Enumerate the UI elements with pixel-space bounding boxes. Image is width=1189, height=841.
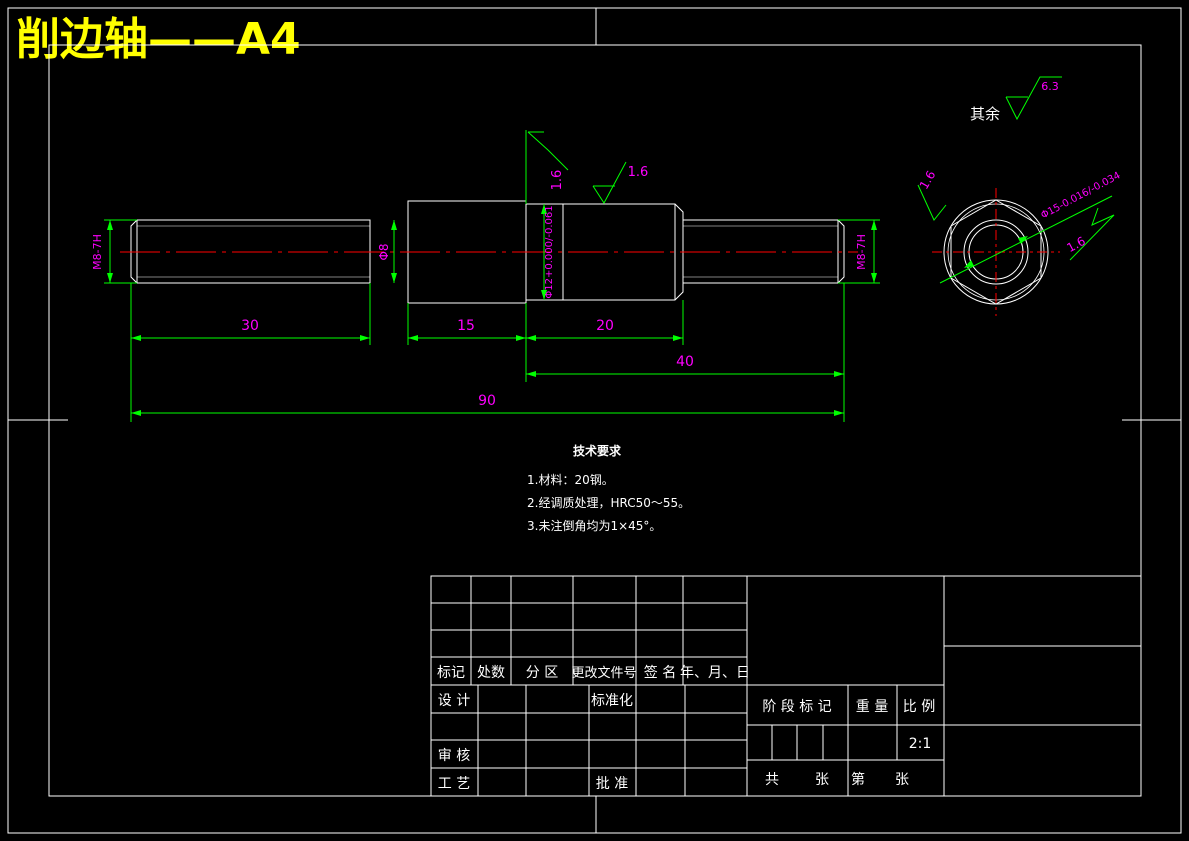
side-view: Φ15-0.016/-0.034 1.6 1.6 — [917, 168, 1122, 316]
tb-label-page-no: 第 — [851, 771, 865, 788]
arrow — [871, 273, 877, 283]
dim-text-20: 20 — [596, 318, 614, 334]
tb-label-change-doc: 更改文件号 — [571, 666, 636, 681]
right-thread-section — [683, 219, 845, 284]
roughness-symbol-side-b — [1069, 207, 1115, 261]
dim-text-phi12: Φ12+0.000/-0.061 — [544, 205, 555, 298]
hex-circumcircle — [943, 199, 1049, 305]
tech-requirements: 技术要求 1.材料：20钢。 2.经调质处理，HRC50～55。 3.未注倒角均… — [527, 443, 690, 533]
tb-label-total: 共 — [765, 772, 779, 788]
roughness-symbol-top-right — [592, 161, 627, 204]
arrow — [408, 335, 418, 341]
arrow — [871, 220, 877, 230]
arrow — [541, 290, 547, 300]
inner-border — [48, 44, 1142, 797]
tech-requirement-item: 3.未注倒角均为1×45°。 — [527, 518, 661, 533]
arrow — [391, 273, 397, 283]
roughness-value-other: 6.3 — [1041, 80, 1059, 93]
tb-label-signature: 签 名 — [644, 664, 676, 681]
arrow — [516, 335, 526, 341]
dim-text-90: 90 — [478, 393, 496, 409]
dim-text-thread-left: M8-7H — [91, 234, 104, 270]
arrowheads — [107, 204, 877, 416]
tb-label-sheets2: 张 — [895, 772, 909, 788]
dim-text-40: 40 — [676, 354, 694, 370]
drawing-title: 削边轴——A4 — [16, 14, 301, 65]
roughness-symbols — [527, 76, 1062, 204]
roughness-other-label: 其余 — [970, 105, 1000, 123]
roughness-value-top-left: 1.6 — [550, 170, 565, 191]
roughness-symbol-side-a — [917, 184, 947, 221]
arrow — [131, 410, 141, 416]
roughness-texts: 1.6 1.6 其余 6.3 — [550, 80, 1059, 190]
arrow — [673, 335, 683, 341]
dimension-lines — [104, 130, 880, 422]
sheet-frame — [7, 7, 1182, 834]
arrow — [1018, 236, 1028, 244]
tb-label-process: 工 艺 — [438, 776, 470, 792]
roughness-value-top-right: 1.6 — [628, 165, 649, 180]
tech-requirement-item: 1.材料：20钢。 — [527, 473, 614, 487]
arrow — [107, 273, 113, 283]
tb-label-sheets: 张 — [815, 772, 829, 788]
tb-label-date: 年、月、日 — [680, 665, 750, 681]
roughness-symbol-top-left — [527, 131, 569, 171]
dimension-texts: 30 15 20 40 90 M8-7H Φ8 Φ12+0.000/-0.061… — [91, 205, 868, 409]
dim-text-15: 15 — [457, 318, 475, 334]
arrow — [834, 410, 844, 416]
tb-label-zone: 分 区 — [526, 665, 558, 681]
dim-line-phi15 — [939, 195, 1113, 284]
tb-label-weight: 重 量 — [856, 699, 888, 715]
tb-label-stage-mark: 阶 段 标 记 — [762, 699, 831, 715]
roughness-symbol-other — [1005, 76, 1062, 121]
title-block-texts: 标记 处数 分 区 更改文件号 签 名 年、月、日 设 计 标准化 审 核 工 … — [437, 664, 935, 792]
dim-text-phi15: Φ15-0.016/-0.034 — [1039, 170, 1122, 221]
title-block — [430, 575, 1142, 797]
dim-text-phi8: Φ8 — [377, 243, 391, 260]
tb-label-review: 审 核 — [438, 748, 470, 764]
tech-requirements-heading: 技术要求 — [573, 443, 622, 458]
dim-text-thread-right: M8-7H — [855, 234, 868, 270]
bore-outer — [963, 219, 1029, 285]
arrow — [131, 335, 141, 341]
tb-label-design: 设 计 — [438, 693, 470, 709]
tb-label-mark: 标记 — [437, 665, 465, 681]
tech-requirement-item: 2.经调质处理，HRC50～55。 — [527, 496, 690, 510]
outer-border — [7, 7, 1182, 834]
arrow — [964, 260, 974, 268]
arrow — [360, 335, 370, 341]
arrow — [391, 220, 397, 230]
title-block-frame — [430, 575, 1142, 797]
arrow — [526, 335, 536, 341]
tb-label-scale: 比 例 — [903, 699, 935, 715]
tb-label-standardize: 标准化 — [591, 693, 633, 709]
roughness-value-side-b: 1.6 — [1064, 234, 1087, 255]
dim-text-30: 30 — [241, 318, 259, 334]
tb-label-approve: 批 准 — [596, 776, 628, 792]
arrow — [107, 220, 113, 230]
arrow — [834, 371, 844, 377]
arrow — [541, 204, 547, 214]
tb-value-scale: 2:1 — [909, 736, 932, 752]
arrow — [526, 371, 536, 377]
tb-label-count: 处数 — [477, 665, 505, 681]
